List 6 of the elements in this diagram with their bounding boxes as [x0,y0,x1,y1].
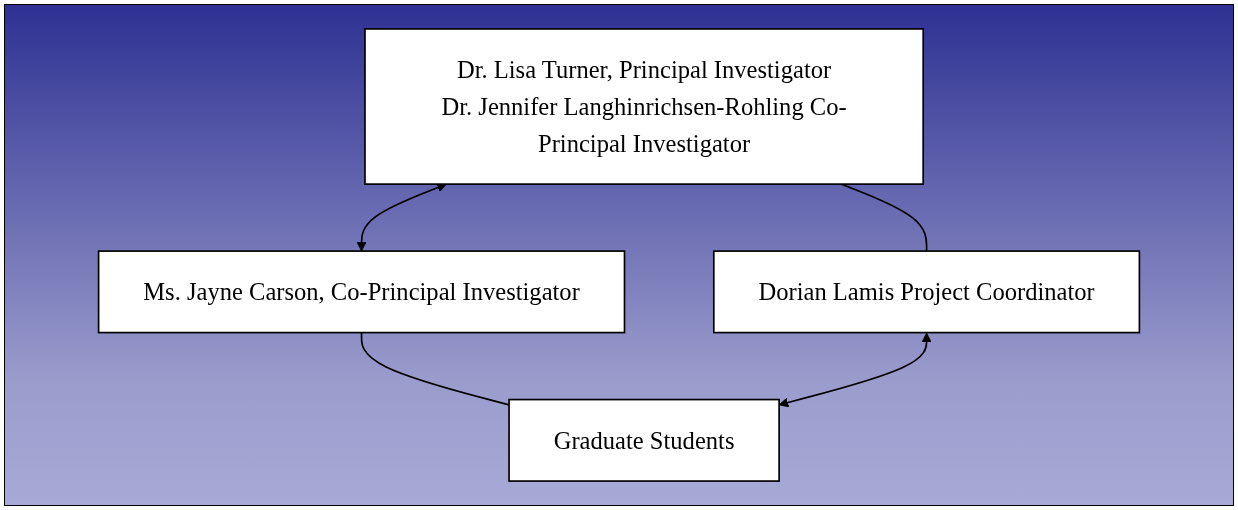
node-box: Dorian Lamis Project Coordinator [712,250,1141,334]
node-box: Dr. Lisa Turner, Principal Investigator Dr. Jennifer Langhinrichsen-Rohling Co-Principal Investigator [364,28,924,185]
node-box: Ms. Jayne Carson, Co-Principal Investigator [97,250,626,334]
node-box: Graduate Students [508,398,780,482]
connector [360,331,510,406]
arrow [778,332,932,408]
